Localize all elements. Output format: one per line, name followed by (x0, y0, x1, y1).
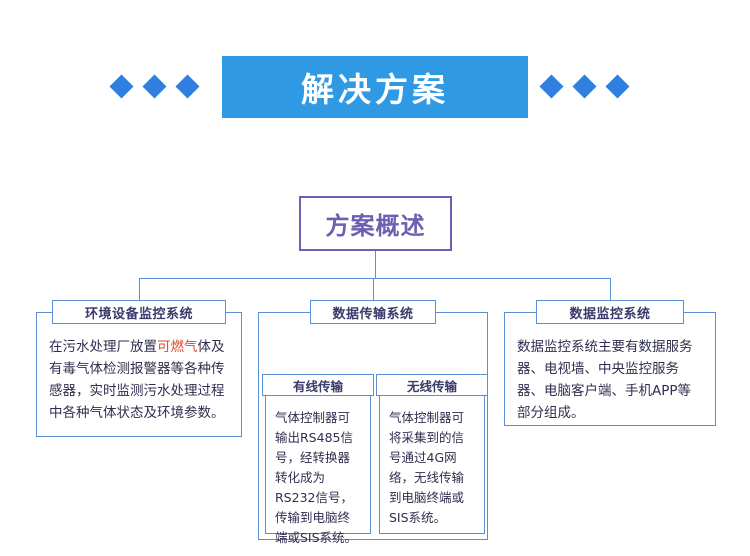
branch-environment-monitoring: 在污水处理厂放置可燃气体及有毒气体检测报警器等各种传感器，实时监测污水处理过程中… (36, 312, 242, 437)
root-node-overview: 方案概述 (299, 196, 452, 251)
page-title: 解决方案 (301, 70, 449, 109)
child-wired-transmission-title-label: 有线传输 (292, 378, 343, 394)
child-wireless-transmission: 气体控制器可将采集到的信号通过4G网络，无线传输到电脑终端或SIS系统。 (379, 389, 485, 534)
body-text-highlight: 可燃气 (157, 339, 198, 355)
connector-branch-left-down (139, 278, 140, 300)
page-header: 解决方案 (0, 56, 750, 118)
branch-environment-monitoring-body: 在污水处理厂放置可燃气体及有毒气体检测报警器等各种传感器，实时监测污水处理过程中… (37, 327, 241, 432)
child-wireless-transmission-title-label: 无线传输 (406, 378, 457, 394)
connector-branch-mid-down (373, 278, 374, 300)
body-text-part-3: 体及有毒气体检测报警器等各种传感器，实时监测污水处理过程中各种气体状态及环境参数… (49, 339, 225, 421)
child-wired-transmission-body: 气体控制器可输出RS485信号，经转换器转化成为RS232信号，传输到电脑终端或… (275, 410, 358, 545)
branch-data-supervision-title-label: 数据监控系统 (569, 306, 651, 322)
diamond-decoration-right-2 (572, 74, 597, 99)
diamond-decoration-left-3 (175, 74, 200, 99)
connector-branch-right-down (610, 278, 611, 300)
header-banner: 解决方案 (222, 56, 528, 118)
branch-data-transmission-title: 数据传输系统 (310, 300, 436, 324)
branch-environment-monitoring-title-label: 环境设备监控系统 (84, 306, 193, 322)
child-wired-transmission-title: 有线传输 (262, 374, 374, 396)
diamond-decoration-left-1 (109, 74, 134, 99)
branch-environment-monitoring-title: 环境设备监控系统 (52, 300, 226, 324)
child-wireless-transmission-title: 无线传输 (376, 374, 488, 396)
diamond-decoration-right-3 (605, 74, 630, 99)
diamond-decoration-left-2 (142, 74, 167, 99)
connector-root-horizontal (139, 278, 611, 279)
child-wireless-transmission-body: 气体控制器可将采集到的信号通过4G网络，无线传输到电脑终端或SIS系统。 (389, 410, 465, 525)
root-node-label: 方案概述 (325, 212, 426, 240)
diamond-decoration-right-1 (539, 74, 564, 99)
branch-data-supervision: 数据监控系统主要有数据服务器、电视墙、中央监控服务器、电脑客户端、手机APP等部… (504, 312, 716, 426)
branch-data-supervision-body: 数据监控系统主要有数据服务器、电视墙、中央监控服务器、电脑客户端、手机APP等部… (517, 339, 693, 421)
branch-data-supervision-title: 数据监控系统 (536, 300, 684, 324)
body-text-part-1: 在污水处理厂放置 (49, 339, 157, 355)
branch-data-transmission-title-label: 数据传输系统 (332, 306, 414, 322)
connector-root-down (375, 251, 376, 278)
child-wired-transmission: 气体控制器可输出RS485信号，经转换器转化成为RS232信号，传输到电脑终端或… (265, 389, 371, 545)
